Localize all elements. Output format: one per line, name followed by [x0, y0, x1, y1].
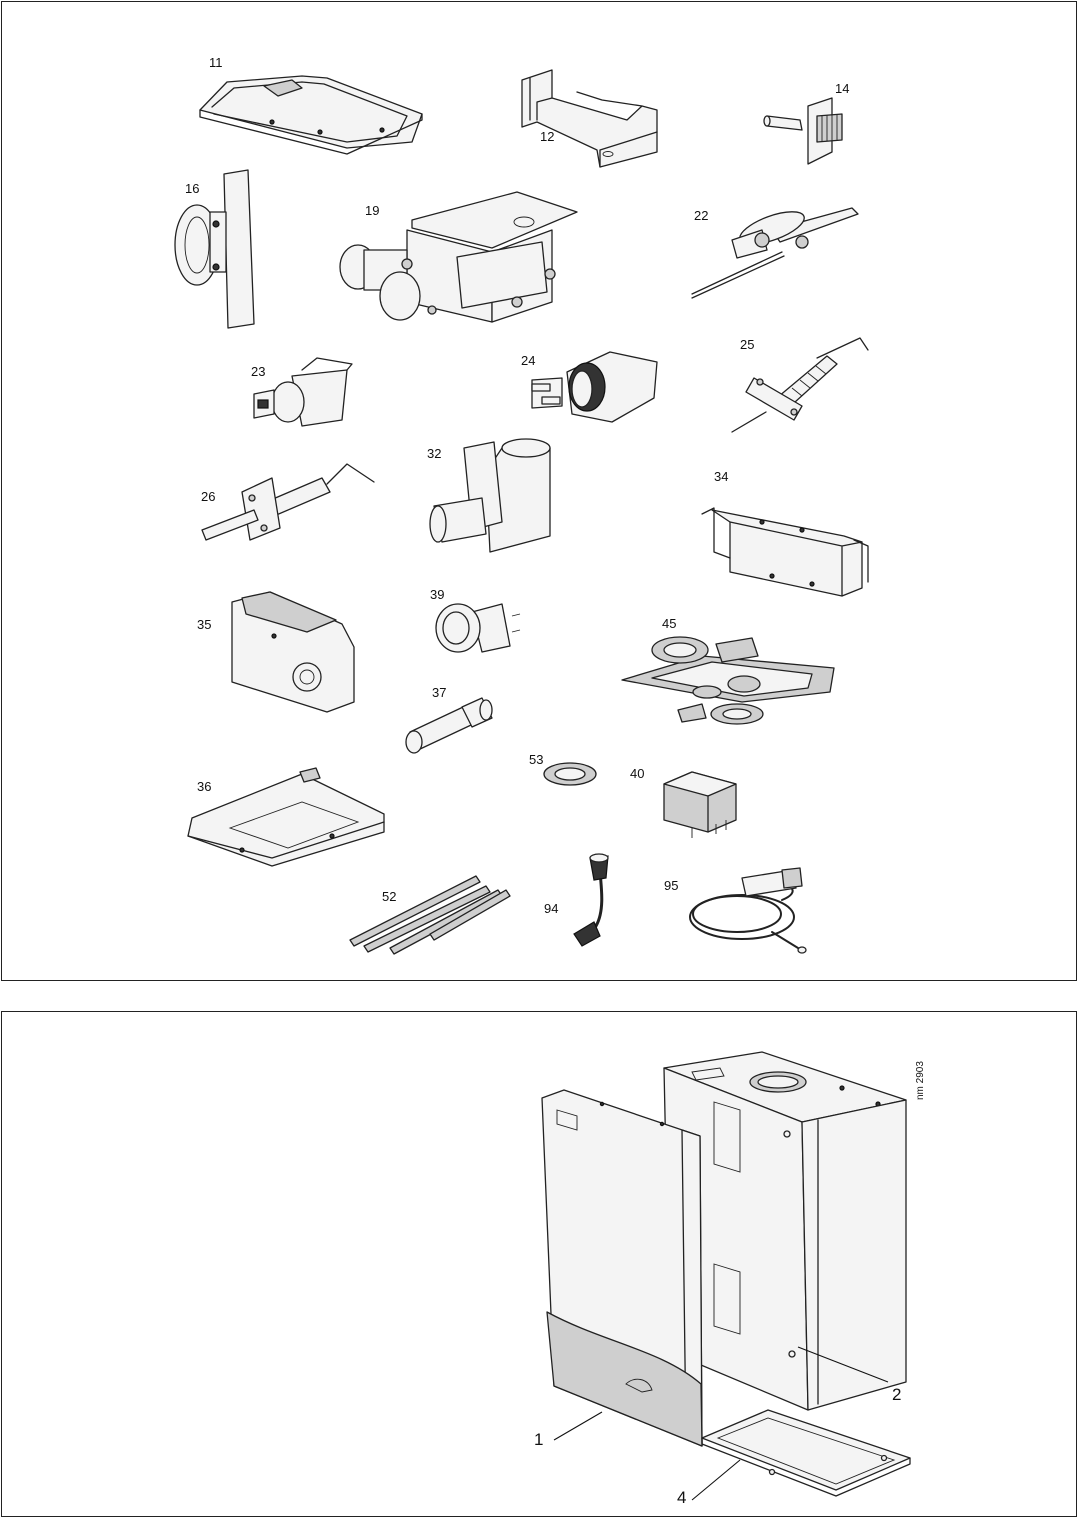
label-34: 34 [714, 469, 728, 484]
figure-reference: nm 2903 [915, 1061, 926, 1100]
label-52: 52 [382, 889, 396, 904]
label-19: 19 [365, 203, 379, 218]
spare-parts-diagram: 11 12 14 16 19 [174, 55, 869, 955]
label-36: 36 [197, 779, 211, 794]
part-40-box [663, 771, 737, 838]
part-4-base-plate [701, 1409, 911, 1497]
part-14-fitting [763, 97, 843, 165]
part-26-electrode [201, 463, 375, 541]
part-25-electrode [731, 337, 869, 433]
label-25: 25 [740, 337, 754, 352]
spare-parts-panel: 11 12 14 16 19 [1, 1, 1077, 981]
part-12-bracket [521, 69, 658, 168]
label-14: 14 [835, 81, 849, 96]
part-34-bracket [701, 507, 869, 597]
label-1: 1 [534, 1430, 543, 1449]
label-16: 16 [185, 181, 199, 196]
part-45-gaskets [621, 636, 835, 725]
part-24-thermostat [531, 351, 658, 423]
leader-1 [553, 1411, 603, 1441]
part-35-control-box [231, 591, 355, 713]
label-26: 26 [201, 489, 215, 504]
label-35: 35 [197, 617, 211, 632]
label-11: 11 [209, 55, 223, 70]
part-11-cover [199, 75, 423, 155]
label-22: 22 [694, 208, 708, 223]
casing-diagram: 1 2 4 nm 2903 [534, 1051, 926, 1507]
part-36-tray [187, 767, 385, 867]
part-23-thermostat [253, 357, 353, 427]
label-4: 4 [677, 1488, 686, 1507]
part-95-lead [689, 867, 807, 954]
part-37-fuse [405, 697, 493, 754]
part-1-front-panel [541, 1089, 703, 1447]
label-2: 2 [892, 1385, 901, 1404]
label-40: 40 [630, 766, 644, 781]
label-94: 94 [544, 901, 558, 916]
label-95: 95 [664, 878, 678, 893]
part-39-switch [435, 603, 521, 653]
part-32-trap [429, 438, 551, 553]
label-39: 39 [430, 587, 444, 602]
part-94-lead [573, 853, 609, 947]
leader-4 [691, 1459, 741, 1501]
part-53-washer [543, 762, 597, 786]
label-37: 37 [432, 685, 446, 700]
part-22-pilot [691, 207, 859, 299]
label-45: 45 [662, 616, 676, 631]
leader-2 [797, 1346, 889, 1383]
part-19-gas-valve [339, 191, 578, 323]
part-16-switch [174, 169, 255, 329]
label-32: 32 [427, 446, 441, 461]
label-53: 53 [529, 752, 543, 767]
label-24: 24 [521, 353, 535, 368]
casing-panel: 1 2 4 nm 2903 [1, 1011, 1077, 1517]
part-52-strips [349, 875, 511, 955]
label-12: 12 [540, 129, 554, 144]
label-23: 23 [251, 364, 265, 379]
